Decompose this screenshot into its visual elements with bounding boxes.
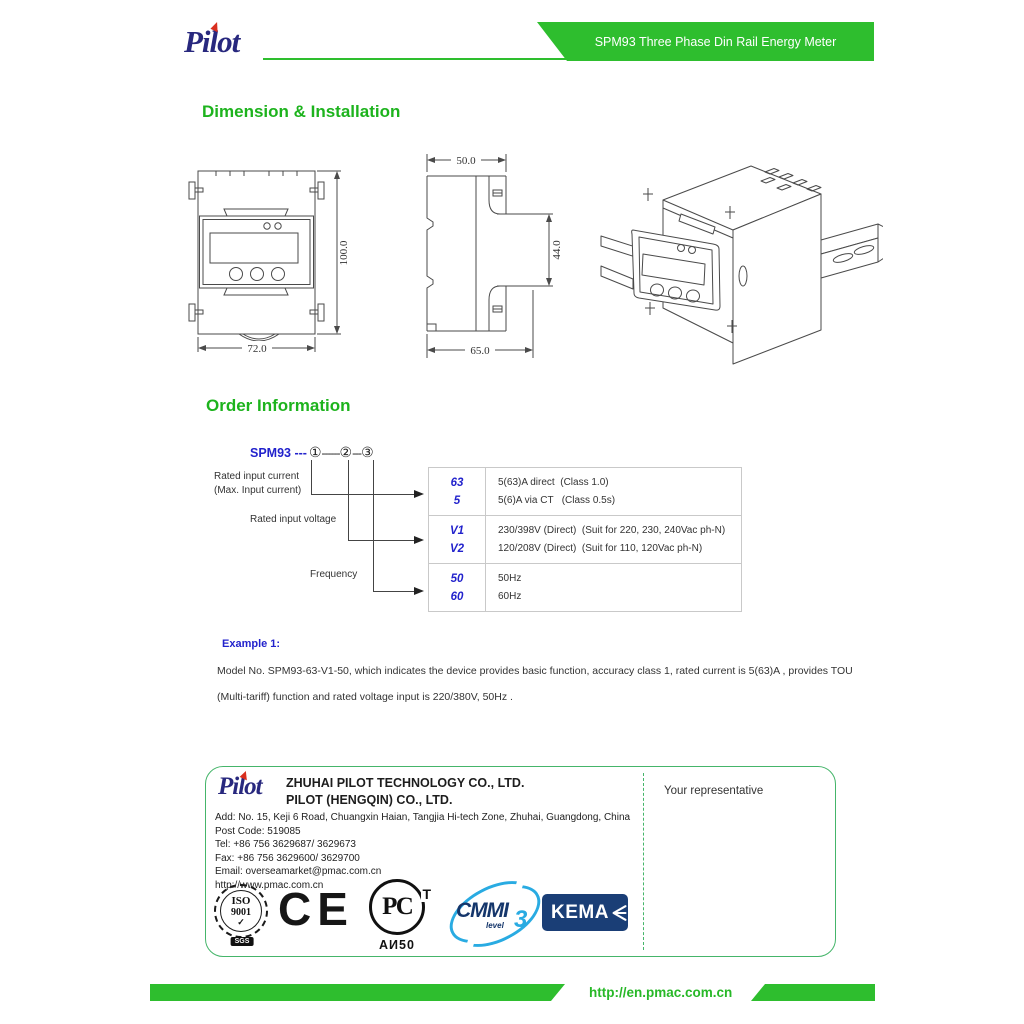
side-top-label: 50.0 <box>456 155 476 167</box>
order-pos-2: ② <box>339 444 353 460</box>
header-underline <box>263 58 585 60</box>
iso-number: 9001 <box>231 907 251 918</box>
example-text-line2: (Multi-tariff) function and rated voltag… <box>217 691 513 703</box>
side-mid-label: 44.0 <box>551 240 563 260</box>
fax-line: Fax: +86 756 3629600/ 3629700 <box>215 852 360 864</box>
contact-info: Add: No. 15, Keji 6 Road, Chuangxin Haia… <box>215 811 630 893</box>
address-line: Add: No. 15, Keji 6 Road, Chuangxin Haia… <box>215 812 631 823</box>
iso9001-sgs-seal: ISO 9001 ✓ SGS <box>214 884 270 946</box>
code-value: 5 <box>453 495 461 507</box>
website-line: http://www.pmac.com.cn <box>215 879 324 891</box>
connector-arrow-2 <box>414 536 424 544</box>
code-description: 5(63)A direct (Class 1.0) <box>498 477 609 488</box>
order-model-line: SPM93 --- ①------②---③ <box>250 444 374 461</box>
code-value: V1 <box>449 525 465 537</box>
order-pos-3: ③ <box>361 444 374 460</box>
table-row-current: 63 5 5(63)A direct (Class 1.0) 5(6)A via… <box>429 468 741 515</box>
bottom-bar-right <box>751 984 875 1001</box>
example-text-line1: Model No. SPM93-63-V1-50, which indicate… <box>217 665 853 677</box>
label-frequency: Frequency <box>310 569 358 580</box>
order-dash-1: ------ <box>321 445 341 460</box>
order-code-table: 63 5 5(63)A direct (Class 1.0) 5(6)A via… <box>428 467 742 612</box>
iso-text: ISO <box>231 895 251 907</box>
label-rated-input-voltage: Rated input voltage <box>250 514 337 525</box>
code-description: 5(6)A via CT (Class 0.5s) <box>498 495 616 506</box>
header-banner: SPM93 Three Phase Din Rail Energy Meter <box>537 22 874 61</box>
company-name-2: PILOT (HENGQIN) CO., LTD. <box>286 793 453 807</box>
dimension-section-title: Dimension & Installation <box>202 102 401 121</box>
representative-divider <box>643 773 644 950</box>
cmmi-level-text: level <box>486 921 504 930</box>
order-dash-2: --- <box>352 445 362 460</box>
code-value: 63 <box>450 477 464 489</box>
current-codes: 63 5 <box>429 468 486 515</box>
connector-line-2-horizontal <box>348 540 414 541</box>
connector-line-1-horizontal <box>311 494 414 495</box>
footer-pilot-logo-text: Pilot <box>218 773 263 800</box>
side-bottom-label: 65.0 <box>470 345 490 357</box>
front-view-drawing: 72.0 100.0 <box>188 170 350 355</box>
connector-line-3-horizontal <box>373 591 414 592</box>
pct-code: АИ50 <box>379 938 415 952</box>
front-width-label: 72.0 <box>247 343 267 355</box>
pct-letters: РС <box>382 893 414 920</box>
installation-3d-drawing <box>600 165 883 365</box>
order-pos-1: ① <box>308 444 322 460</box>
label-max-input-current: (Max. Input current) <box>214 485 302 496</box>
postcode-line: Post Code: 519085 <box>215 825 301 837</box>
iso-check-icon: ✓ <box>237 917 245 927</box>
pct-t-letter: Т <box>421 886 432 902</box>
side-view-drawing: 50.0 44.0 65.0 <box>426 153 563 358</box>
iso-seal-text: ISO 9001 ✓ <box>220 890 262 932</box>
code-value: V2 <box>449 543 465 555</box>
iso-seal-ring: ISO 9001 ✓ <box>214 884 268 938</box>
cmmi-level-number: 3 <box>514 906 528 933</box>
kema-text: KEMA <box>551 901 609 923</box>
frequency-codes: 50 60 <box>429 564 486 611</box>
sgs-badge: SGS <box>230 937 254 946</box>
frequency-descriptions: 50Hz 60Hz <box>486 564 741 611</box>
code-value: 60 <box>450 591 464 603</box>
footer-pilot-logo: Pilot <box>218 769 263 801</box>
order-model-prefix: SPM93 --- <box>250 445 307 460</box>
footer-contact-box: Pilot ZHUHAI PILOT TECHNOLOGY CO., LTD. … <box>205 766 836 960</box>
connector-arrow-1 <box>414 490 424 498</box>
connector-arrow-3 <box>414 587 424 595</box>
ce-mark: CE <box>278 883 354 935</box>
cmmi-level3-logo: CMMI level 3 <box>439 868 551 960</box>
connector-line-3-vertical <box>373 460 374 591</box>
connector-line-2-vertical <box>348 460 349 540</box>
code-description: 230/398V (Direct) (Suit for 220, 230, 24… <box>498 525 726 536</box>
voltage-descriptions: 230/398V (Direct) (Suit for 220, 230, 24… <box>486 516 741 563</box>
code-value: 50 <box>450 573 464 585</box>
tel-line: Tel: +86 756 3629687/ 3629673 <box>215 839 356 851</box>
label-rated-input-current: Rated input current <box>214 471 300 482</box>
pilot-logo-text: Pilot <box>184 24 240 59</box>
kema-key-icon <box>612 904 627 921</box>
kema-logo: KEMA <box>542 894 628 931</box>
bottom-bar-left <box>150 984 565 1001</box>
code-description: 60Hz <box>498 591 522 602</box>
email-line: Email: overseamarket@pmac.com.cn <box>215 866 382 878</box>
voltage-codes: V1 V2 <box>429 516 486 563</box>
table-row-frequency: 50 60 50Hz 60Hz <box>429 563 741 611</box>
representative-label: Your representative <box>664 785 764 797</box>
current-descriptions: 5(63)A direct (Class 1.0) 5(6)A via CT (… <box>486 468 741 515</box>
banner-title: SPM93 Three Phase Din Rail Energy Meter <box>594 34 837 49</box>
front-height-label: 100.0 <box>338 240 350 265</box>
example-heading: Example 1: <box>222 638 281 650</box>
table-row-voltage: V1 V2 230/398V (Direct) (Suit for 220, 2… <box>429 515 741 563</box>
code-description: 120/208V (Direct) (Suit for 110, 120Vac … <box>498 543 703 554</box>
bottom-bar-url: http://en.pmac.com.cn <box>589 985 733 1000</box>
order-section-title: Order Information <box>206 396 351 415</box>
company-name-1: ZHUHAI PILOT TECHNOLOGY CO., LTD. <box>286 776 525 790</box>
pct-ring: РС Т <box>369 879 432 935</box>
code-description: 50Hz <box>498 573 522 584</box>
connector-line-1-vertical <box>311 460 312 494</box>
pct-gost-mark: РС Т АИ50 <box>358 879 436 952</box>
cmmi-text: CMMI <box>456 899 509 922</box>
pilot-logo: Pilot <box>184 20 240 60</box>
